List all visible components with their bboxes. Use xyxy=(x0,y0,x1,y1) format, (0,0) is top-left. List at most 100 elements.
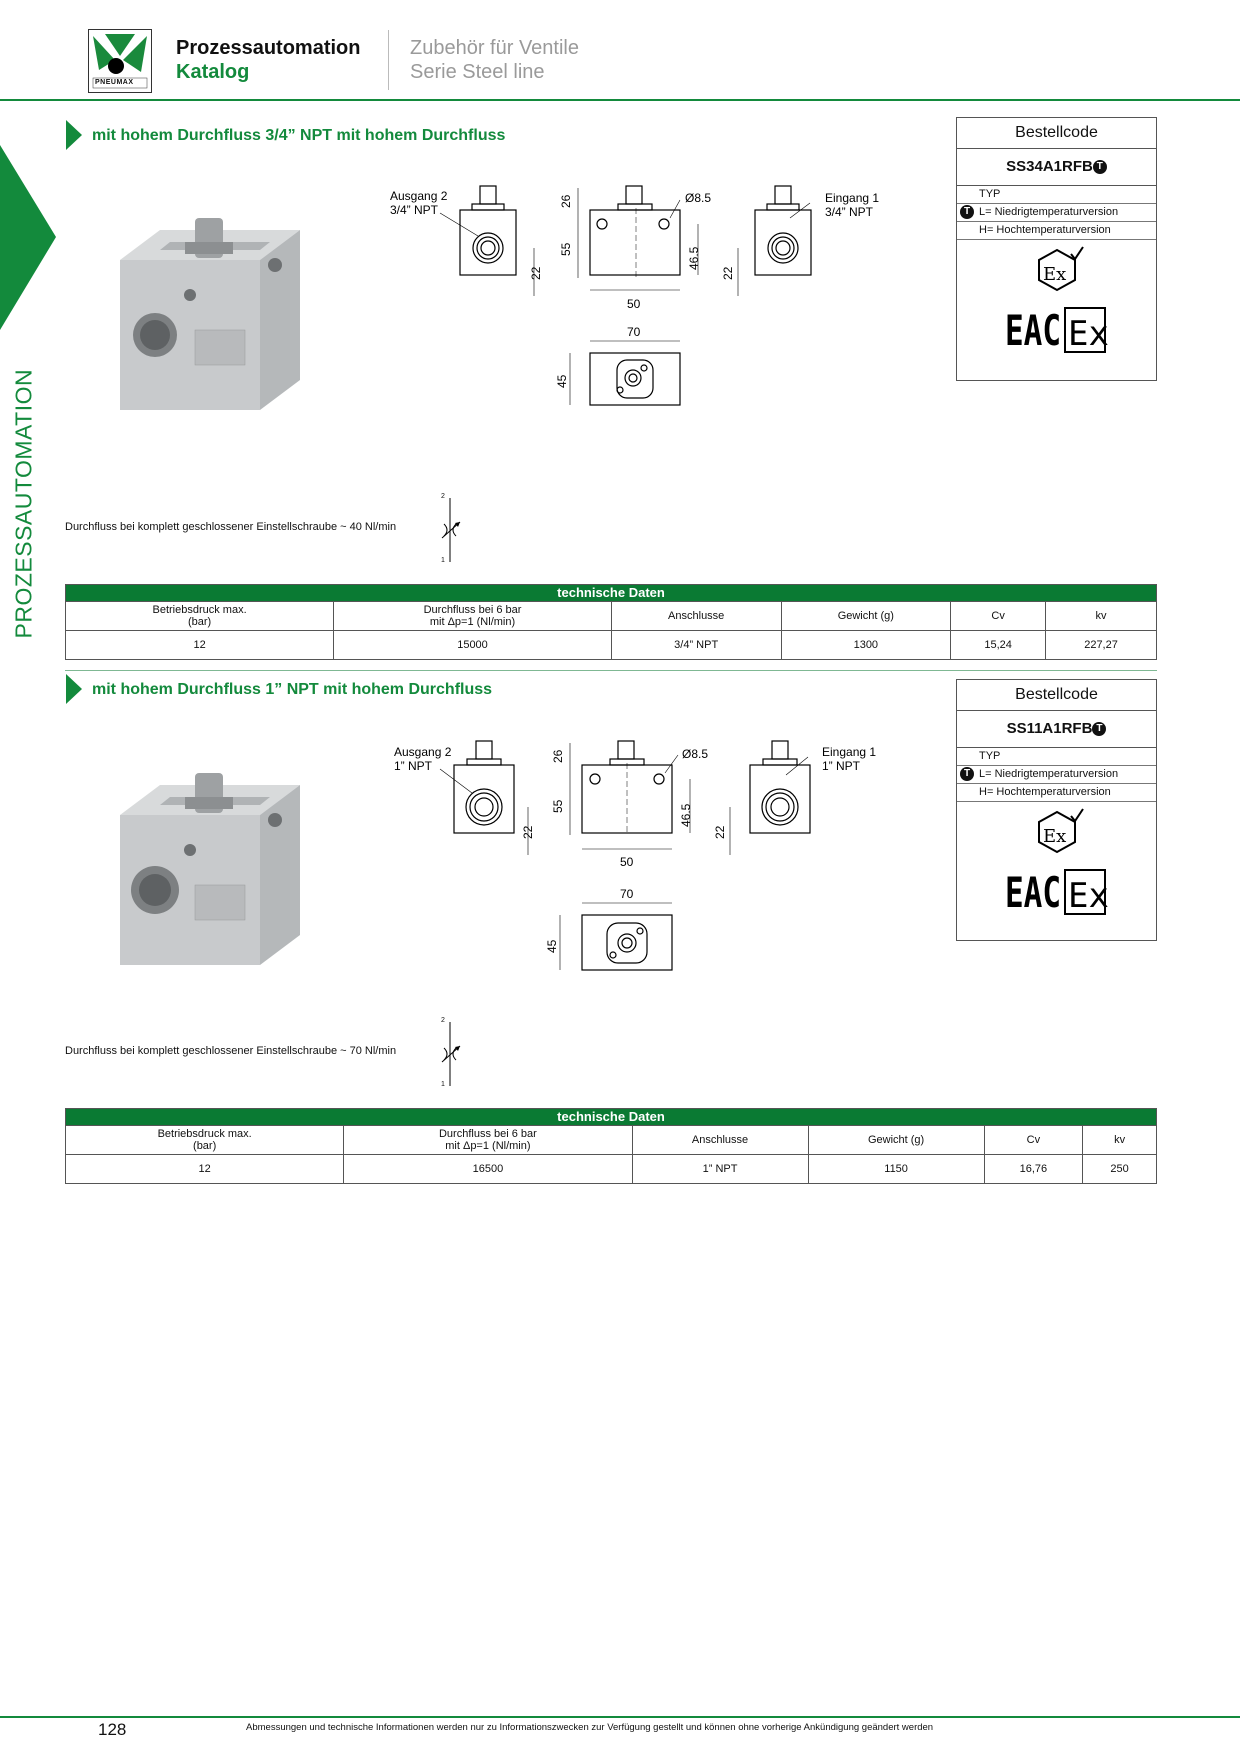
throttle-symbol-icon xyxy=(441,498,461,562)
dim-26: 26 xyxy=(559,194,573,208)
type-badge-icon: T xyxy=(1092,722,1107,737)
table-cell: 12 xyxy=(64,630,335,660)
certification-icon: Ex EAC Ex xyxy=(1005,246,1109,355)
section-arrow-icon xyxy=(66,674,82,704)
table-cell: 3/4” NPT xyxy=(610,630,782,660)
header: PNEUMAX Prozessautomation Katalog Zubehö… xyxy=(0,0,1240,101)
section-title: mit hohem Durchfluss 3/4” NPT mit hohem … xyxy=(92,127,506,144)
logo-text: PNEUMAX xyxy=(95,79,134,86)
dim-70: 70 xyxy=(627,325,641,339)
footer-disclaimer: Abmessungen und technische Informationen… xyxy=(246,1722,934,1733)
dim-45: 45 xyxy=(555,374,569,388)
port-bottom-label: 1 xyxy=(441,1081,445,1088)
tech-data-table: technische Daten Betriebsdruck max. (bar… xyxy=(64,1108,1157,1184)
port-top-label: 2 xyxy=(441,493,445,500)
col-header: Durchfluss bei 6 bar mit Δp=1 (Nl/min) xyxy=(333,601,612,631)
label-eingang-size: 1” NPT xyxy=(822,759,861,773)
col-header: Cv xyxy=(950,601,1047,631)
table-cell: 227,27 xyxy=(1045,630,1157,660)
certification-icon: Ex EAC Ex xyxy=(1005,808,1109,917)
dim-22-right: 22 xyxy=(721,266,735,280)
table-cell: 1” NPT xyxy=(631,1154,809,1184)
side-tab: PROZESSAUTOMATION xyxy=(0,145,60,639)
table-cell: 16500 xyxy=(343,1154,633,1184)
option-low-text: L= Niedrigtemperaturversion xyxy=(979,206,1119,218)
section-2: mit hohem Durchfluss 1” NPT mit hohem Du… xyxy=(0,660,1240,1200)
type-badge-icon: T xyxy=(1092,160,1107,175)
dim-50: 50 xyxy=(620,855,634,869)
col-header: Betriebsdruck max. (bar) xyxy=(64,1125,345,1155)
dim-22-right: 22 xyxy=(713,825,727,839)
side-tab-arrow xyxy=(0,145,56,330)
header-subtitle-line2: Serie Steel line xyxy=(410,61,545,83)
table-cell: 12 xyxy=(64,1154,345,1184)
order-code-text: SS34A1RFB xyxy=(1006,158,1093,175)
order-code-text: SS11A1RFB xyxy=(1006,720,1093,737)
tech-data-table: technische Daten Betriebsdruck max. (bar… xyxy=(64,584,1157,660)
dim-46-5: 46.5 xyxy=(687,246,701,270)
type-badge-icon: T xyxy=(960,205,974,219)
label-ausgang-size: 3/4” NPT xyxy=(390,203,439,217)
dim-50: 50 xyxy=(627,297,641,311)
col-header: kv xyxy=(1045,601,1157,631)
section-title: mit hohem Durchfluss 1” NPT mit hohem Du… xyxy=(92,681,493,698)
section-arrow-icon xyxy=(66,120,82,150)
dim-46-5: 46.5 xyxy=(679,803,693,827)
throttle-symbol-icon xyxy=(441,1022,461,1086)
type-badge-icon: T xyxy=(960,767,974,781)
col-header: Durchfluss bei 6 bar mit Δp=1 (Nl/min) xyxy=(343,1125,633,1155)
dimension-drawing: Ausgang 2 3/4” NPT Eingang 1 3/4” NPT Ø8… xyxy=(390,185,879,406)
tech-table-header: technische Daten xyxy=(65,1108,1157,1126)
col-header: Gewicht (g) xyxy=(780,601,952,631)
header-subtitle-line1: Zubehör für Ventile xyxy=(410,37,579,59)
header-title-line1: Prozessautomation xyxy=(176,37,361,59)
label-ausgang: Ausgang 2 xyxy=(390,189,448,203)
col-header: Gewicht (g) xyxy=(807,1125,985,1155)
header-subtitle: Zubehör für Ventile Serie Steel line xyxy=(410,36,579,84)
dim-26: 26 xyxy=(551,749,565,763)
option-low-temp: T L= Niedrigtemperaturversion xyxy=(957,204,1156,222)
cert-ex2: Ex xyxy=(1068,314,1109,354)
col-header: Betriebsdruck max. (bar) xyxy=(64,601,335,631)
section-separator xyxy=(65,670,1157,671)
col-header: Cv xyxy=(983,1125,1084,1155)
col-header: Anschlusse xyxy=(631,1125,809,1155)
col-header: kv xyxy=(1082,1125,1157,1155)
valve-product-image xyxy=(120,218,300,410)
valve-product-image xyxy=(120,773,300,965)
port-bottom-label: 1 xyxy=(441,557,445,564)
header-divider xyxy=(388,30,389,90)
cert-eac: EAC xyxy=(1005,868,1061,917)
table-cell: 1150 xyxy=(807,1154,985,1184)
cert-ex2: Ex xyxy=(1068,876,1109,916)
label-eingang: Eingang 1 xyxy=(822,745,876,759)
order-title: Bestellcode xyxy=(957,118,1156,149)
dimension-drawing: Ausgang 2 1” NPT Eingang 1 1” NPT Ø8.5 5… xyxy=(394,740,876,971)
table-row: 12 16500 1” NPT 1150 16,76 250 xyxy=(64,1154,1157,1184)
option-high-temp: H= Hochtemperaturversion xyxy=(957,222,1156,240)
flow-note: Durchfluss bei komplett geschlossener Ei… xyxy=(65,1045,397,1057)
table-cell: 16,76 xyxy=(983,1154,1084,1184)
table-cell: 250 xyxy=(1082,1154,1157,1184)
label-eingang: Eingang 1 xyxy=(825,191,879,205)
port-top-label: 2 xyxy=(441,1017,445,1024)
dim-70: 70 xyxy=(620,887,634,901)
table-cell: 1300 xyxy=(780,630,952,660)
footer-rule xyxy=(0,1716,1240,1718)
dim-45: 45 xyxy=(545,939,559,953)
tech-table-header: technische Daten xyxy=(65,584,1157,602)
header-title-line2: Katalog xyxy=(176,61,250,83)
dim-diameter: Ø8.5 xyxy=(685,191,711,205)
label-eingang-size: 3/4” NPT xyxy=(825,205,874,219)
cert-ex: Ex xyxy=(1043,264,1066,285)
header-title: Prozessautomation Katalog xyxy=(176,36,360,84)
table-header-row: Betriebsdruck max. (bar) Durchfluss bei … xyxy=(64,1125,1157,1155)
label-ausgang-size: 1” NPT xyxy=(394,759,433,773)
cert-eac: EAC xyxy=(1005,306,1061,355)
option-low-text: L= Niedrigtemperaturversion xyxy=(979,768,1119,780)
dim-55: 55 xyxy=(551,799,565,813)
